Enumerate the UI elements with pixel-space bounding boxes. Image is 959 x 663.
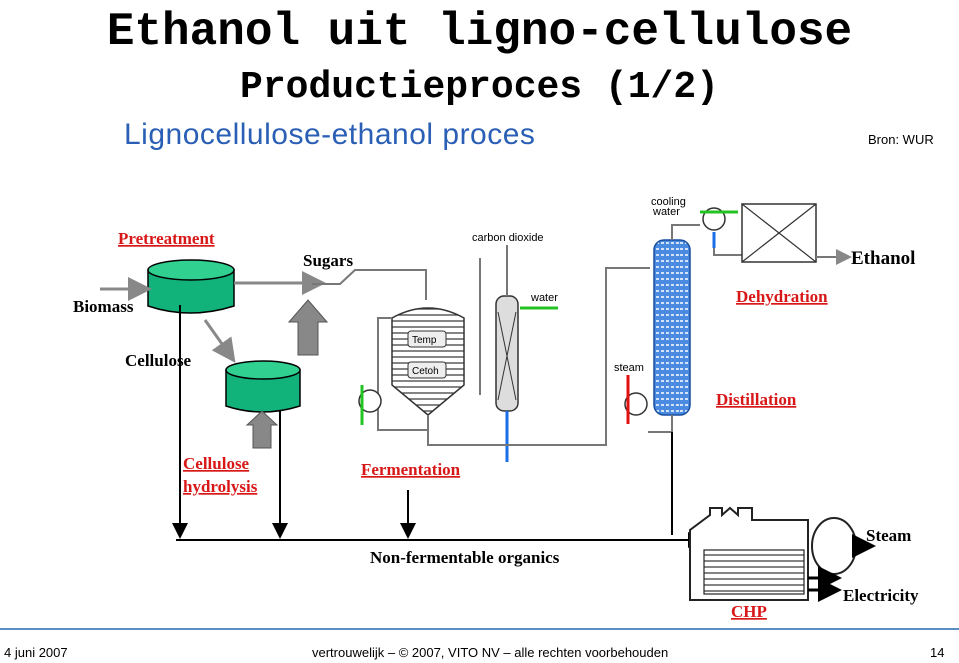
label-steam: Steam — [866, 526, 911, 545]
label-ethanol: Ethanol — [851, 248, 915, 269]
label-chp: CHP — [731, 602, 767, 621]
label-dehydration: Dehydration — [736, 287, 828, 306]
hydrolysis-up-arrow — [245, 410, 279, 449]
label-cellulose-hydrolysis-1: Cellulose — [183, 454, 250, 473]
fermenter-loop — [377, 317, 429, 431]
label-fermentation: Fermentation — [361, 460, 461, 479]
fermenter-heat-exchanger — [358, 389, 382, 413]
reboiler — [624, 392, 648, 416]
label-cetoh: Cetoh — [412, 366, 439, 377]
label-steam-small: steam — [614, 362, 644, 374]
page-number: 14 — [930, 645, 945, 660]
label-cooling-1: cooling — [651, 196, 686, 208]
dehydration-unit — [741, 203, 817, 263]
enzyme-up-arrow — [287, 299, 329, 356]
beer-feed-line — [427, 267, 650, 446]
source-label: Bron: WUR — [868, 132, 934, 147]
label-distillation: Distillation — [716, 390, 797, 409]
label-electricity: Electricity — [843, 586, 919, 605]
sugar-feed-line — [312, 269, 427, 300]
column-top-line — [671, 224, 700, 240]
scrubber-column — [495, 295, 519, 412]
fermenter-vessel — [391, 307, 465, 416]
label-carbon-dioxide: carbon dioxide — [472, 232, 544, 244]
hydrolysis-tank — [225, 360, 301, 413]
page-title-line1: Ethanol uit ligno-cellulose — [106, 6, 853, 58]
label-biomass: Biomass — [73, 297, 134, 316]
footer-notice: vertrouwelijk – © 2007, VITO NV – alle r… — [312, 645, 669, 660]
footer-date: 4 juni 2007 — [4, 645, 68, 660]
label-cellulose: Cellulose — [125, 351, 192, 370]
label-cooling-2: water — [652, 206, 680, 218]
footer-divider — [0, 628, 959, 630]
label-sugars: Sugars — [303, 251, 353, 270]
pretreatment-tank — [147, 259, 235, 314]
page-title-line2: Productieproces (1/2) — [240, 66, 719, 109]
label-temp: Temp — [412, 335, 437, 346]
distillation-column — [653, 239, 691, 416]
label-cellulose-hydrolysis-2: hydrolysis — [183, 477, 258, 496]
label-non-fermentable: Non-fermentable organics — [370, 548, 560, 567]
cellulose-arrow — [203, 319, 236, 363]
label-pretreatment: Pretreatment — [118, 229, 215, 248]
chp-plant — [689, 506, 857, 601]
label-water: water — [530, 292, 558, 304]
diagram-subtitle: Lignocellulose-ethanol proces — [124, 118, 536, 151]
